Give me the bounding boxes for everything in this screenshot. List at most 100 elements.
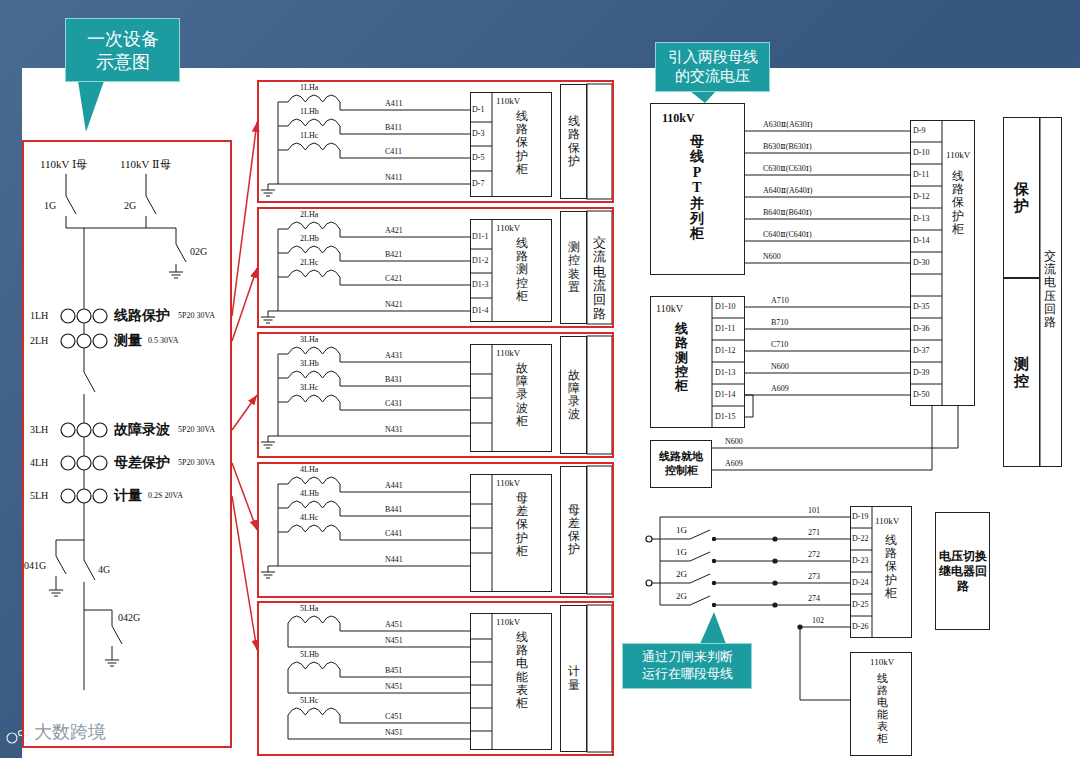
node-text: 3LHa — [300, 335, 318, 344]
node-text: 线路保护柜 — [885, 534, 897, 600]
wire-line — [712, 318, 745, 319]
wire-line — [340, 158, 470, 159]
node-text: A451 — [385, 620, 403, 629]
wire-line — [340, 677, 470, 678]
wire-line — [266, 448, 270, 449]
node-text: D-23 — [852, 556, 868, 565]
connector — [745, 153, 910, 154]
wire-line — [470, 528, 492, 529]
node-text: 母差保护柜 — [516, 492, 528, 558]
wire-label: N600 — [762, 252, 782, 261]
ct-circle — [93, 489, 107, 503]
wire-line — [340, 516, 470, 517]
ct-circle — [77, 423, 91, 437]
wire-line — [340, 285, 470, 286]
wire-line — [52, 593, 61, 594]
node-text: 110kV — [496, 617, 520, 627]
node-text: N451 — [385, 682, 403, 691]
switch-blade — [112, 626, 122, 644]
wire-line — [288, 623, 289, 647]
wire-number: 102 — [812, 616, 824, 625]
cabinet-box: 测控装置 — [560, 211, 587, 324]
switch-label: 1G — [676, 547, 687, 557]
wire-line — [714, 583, 850, 584]
node-text: B411 — [385, 123, 402, 132]
bracket — [745, 395, 753, 417]
wire-line — [910, 274, 942, 275]
junction-dot — [773, 559, 777, 563]
wire-line — [492, 92, 493, 197]
node-text: B431 — [385, 375, 402, 384]
node-text: D-50 — [913, 390, 929, 399]
wire-line — [278, 277, 288, 278]
coil-symbol — [288, 95, 340, 102]
node-text: 5LH — [30, 490, 48, 502]
wire-line — [850, 528, 872, 529]
wire-label: C630Ⅱ(C630Ⅰ) — [762, 164, 813, 173]
node-text: 02G — [190, 246, 207, 258]
wire-line — [278, 484, 279, 566]
wire-line — [261, 572, 275, 573]
cabinet-box: 故障录波 — [560, 336, 587, 454]
wire-line — [340, 492, 470, 493]
node-text: D-12 — [913, 192, 929, 201]
node-text: D-22 — [852, 534, 868, 543]
wire-label: B710 — [770, 318, 789, 327]
node-text: D1-2 — [472, 256, 488, 265]
terminal-circle — [646, 580, 652, 586]
wire-line — [340, 631, 470, 632]
wire-line — [910, 208, 942, 209]
node-text: 计量 — [568, 665, 580, 691]
wire-number: 101 — [808, 506, 820, 515]
switch-blade — [176, 244, 186, 262]
node-text: 线路电能表柜 — [516, 631, 528, 710]
ct-circle — [77, 489, 91, 503]
wire-line — [340, 723, 470, 724]
wire-line — [470, 171, 492, 172]
switch-label: 2G — [676, 569, 687, 579]
callout-box: 一次设备 示意图 — [65, 18, 180, 82]
wire-line — [340, 402, 341, 410]
wire-line — [266, 578, 270, 579]
switch-blade — [84, 560, 95, 580]
wire-line — [84, 228, 85, 372]
wire-line — [340, 110, 470, 111]
switch-blade — [56, 556, 66, 574]
node-text: D-7 — [472, 179, 484, 188]
node-text: D-24 — [852, 578, 868, 587]
wire-line — [340, 532, 341, 540]
cabinet-box: 110kV母线PT并列柜 — [650, 103, 745, 275]
contact-dot — [712, 581, 715, 584]
wire-line — [288, 647, 470, 648]
node-text: 引入两段母线 的交流电压 — [662, 48, 763, 87]
wire-line — [470, 731, 492, 732]
wire-line — [340, 253, 341, 261]
node-text: 5P20 30VA — [178, 311, 215, 320]
wire-line — [54, 596, 58, 597]
wire-line — [264, 320, 273, 321]
wire-line — [910, 164, 942, 165]
connector — [712, 406, 932, 470]
node-text: A441 — [385, 481, 403, 490]
node-text: D-1 — [472, 105, 484, 114]
wire-line — [278, 229, 279, 311]
switch-blade — [690, 552, 710, 561]
callout-tail — [78, 81, 104, 132]
wire-line — [470, 298, 492, 299]
node-text: D-11 — [913, 170, 929, 179]
wire-line — [340, 150, 341, 158]
wire-line — [492, 474, 493, 592]
node-text: 1LH — [30, 310, 48, 322]
node-text: 0.5 30VA — [148, 336, 179, 345]
wire-line — [66, 228, 176, 229]
wire-line — [910, 252, 942, 253]
node-text: D1-1 — [472, 232, 488, 241]
wire-line — [652, 539, 660, 540]
node-text: 4LHa — [300, 465, 318, 474]
node-text: 110kV Ⅱ母 — [120, 158, 171, 171]
coil-symbol — [288, 501, 340, 508]
wire-line — [278, 566, 470, 567]
node-text: 1G — [44, 200, 56, 212]
